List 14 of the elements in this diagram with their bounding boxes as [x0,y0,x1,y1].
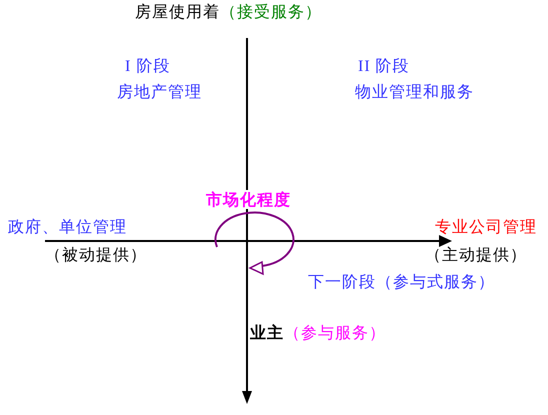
stage-number: II 阶段 [358,58,410,75]
axis-end-label: 政府、单位管理 [8,217,127,236]
stage-number: I 阶段 [125,58,170,75]
stage-label: 下一阶段（参与式服务） [308,272,495,291]
axis-end-note: （参与服务） [284,323,386,342]
stage-label: 物业管理和服务 [355,82,474,101]
axis-end-label: 房屋使用着 [135,2,220,21]
arrow-label: 市场化程度 [206,190,291,210]
stage-label: 房地产管理 [117,82,202,101]
axis-end-note: （接受服务） [220,2,322,21]
axis-end-label: 业主 [250,323,284,342]
axis-end-note: （主动提供） [425,245,527,264]
axis-end-label: 专业公司管理 [435,217,537,236]
axis-end-note: （被动提供） [45,245,147,264]
